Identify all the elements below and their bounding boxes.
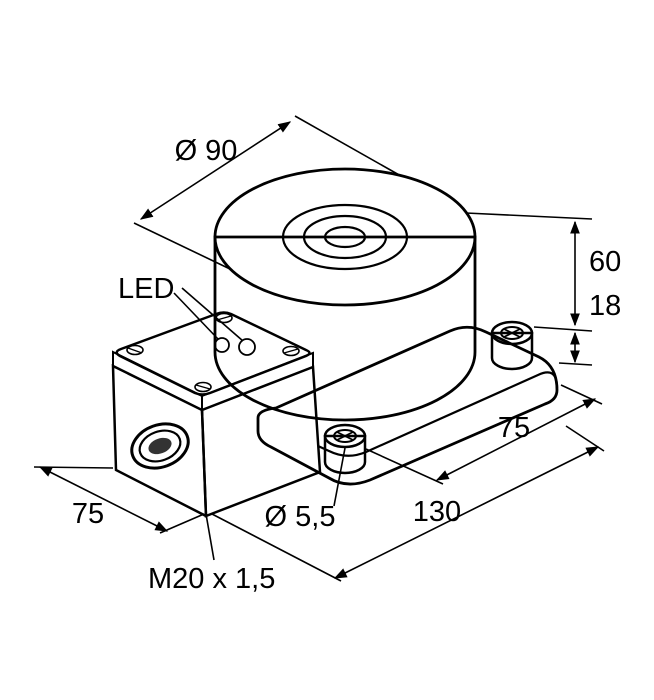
dimensions: Ø 90 LED 60 18 75 130 75 Ø 5,5 M20 x <box>33 115 621 595</box>
dim-label-75-left: 75 <box>72 498 104 530</box>
mounting-boss-right <box>490 320 534 371</box>
led-indicator-dark <box>214 337 230 353</box>
sensing-face-ring-inner <box>323 225 367 249</box>
boss-front-hole-cross <box>336 431 354 441</box>
lid-screw-front <box>194 381 212 393</box>
boss-right-body <box>490 331 534 371</box>
dim-ext-box-left <box>33 466 114 469</box>
hole-leader-line <box>333 447 346 507</box>
dim-label-18: 18 <box>589 290 621 322</box>
dim-label-60: 60 <box>589 246 621 278</box>
dim-label-75-right: 75 <box>498 412 530 444</box>
boss-right-top <box>490 320 534 346</box>
cable-gland-bore <box>148 437 172 455</box>
dim-line-diameter-90 <box>139 121 292 220</box>
gland-leader-line <box>205 513 215 561</box>
led-leader-line-1 <box>173 292 219 340</box>
sensor-cylinder <box>213 167 477 422</box>
dim-ext-height-top <box>465 212 593 220</box>
dim-label-diameter-90: Ø 90 <box>175 135 238 167</box>
boss-front-hole <box>333 429 357 443</box>
dim-label-130: 130 <box>413 496 461 528</box>
dim-ext-height-mid <box>533 326 593 332</box>
sensing-face-ring-outer <box>281 203 409 271</box>
cable-gland-thread-ring <box>138 429 182 463</box>
boss-right-hole-cross <box>503 328 521 338</box>
dim-label-gland-thread: M20 x 1,5 <box>148 563 275 595</box>
dim-ext-diameter-left <box>133 222 231 270</box>
dim-line-75-left <box>38 466 169 532</box>
box-lid <box>115 311 311 396</box>
screw-slot <box>195 384 211 390</box>
cylinder-top-face <box>213 167 477 307</box>
dim-ext-75-right <box>560 384 603 405</box>
cable-gland-outer-ring <box>130 422 190 470</box>
dim-label-hole-diameter: Ø 5,5 <box>265 501 336 533</box>
lid-screw-back <box>215 312 233 324</box>
screw-slot <box>283 348 299 354</box>
dim-ext-diameter-right <box>294 115 402 177</box>
dim-ext-height-bottom <box>558 362 593 366</box>
lid-screw-right <box>282 345 300 357</box>
base-plate <box>256 325 559 486</box>
cylinder-body <box>213 235 477 422</box>
dim-ext-130-right <box>565 425 605 452</box>
cable-gland <box>130 422 190 470</box>
led-indicator-yellow <box>238 338 256 356</box>
led-leader-line-2 <box>181 287 244 342</box>
lid-edge-left <box>112 350 203 412</box>
dim-line-130 <box>333 446 600 579</box>
lid-screw-left <box>126 344 144 356</box>
dim-ext-130-left <box>211 513 342 582</box>
boss-right-hole <box>500 326 524 340</box>
screw-slot <box>216 315 232 321</box>
led-label: LED <box>118 273 174 305</box>
sensing-face-ring-middle <box>302 214 388 260</box>
screw-slot <box>127 347 143 354</box>
